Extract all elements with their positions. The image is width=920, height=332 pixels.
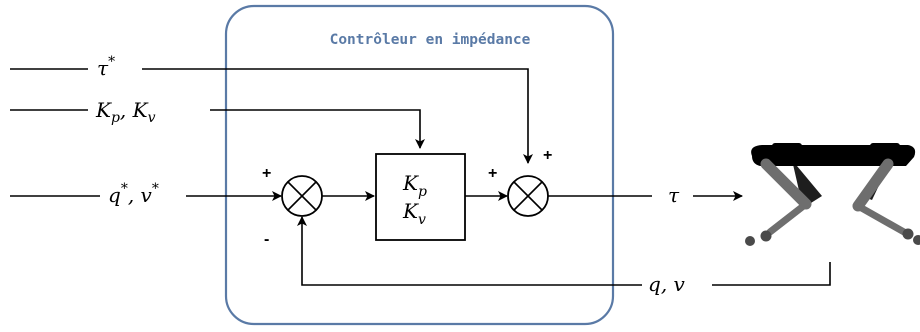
- feedback-label: q, v: [648, 272, 686, 296]
- summation-1-minus: -: [264, 231, 269, 248]
- summation-2-plus-left: +: [488, 165, 497, 182]
- summation-2-plus-top: +: [543, 147, 552, 164]
- controller-box: [224, 4, 615, 326]
- summation-1-plus: +: [262, 165, 271, 182]
- feedback-arrow: [297, 216, 642, 286]
- gains-label: Kp, Kv: [95, 98, 156, 126]
- gain-block-kv: Kv: [402, 199, 426, 228]
- quadruped-robot-icon: [745, 143, 920, 246]
- refs-label: q*, v*: [108, 181, 159, 207]
- output-label: τ: [668, 183, 680, 207]
- tau-star-label: τ*: [97, 54, 115, 80]
- feedback-line-right: [712, 262, 831, 286]
- gains-arrow: [210, 109, 425, 149]
- controller-title: Contrôleur en impédance: [330, 32, 531, 48]
- gain-block-kp: Kp: [402, 171, 427, 200]
- tau-star-arrow: [142, 68, 533, 164]
- summation-node-2-cross-b: [513, 181, 543, 211]
- summation-node-1-cross-b: [287, 181, 317, 211]
- gain-block: [375, 153, 466, 241]
